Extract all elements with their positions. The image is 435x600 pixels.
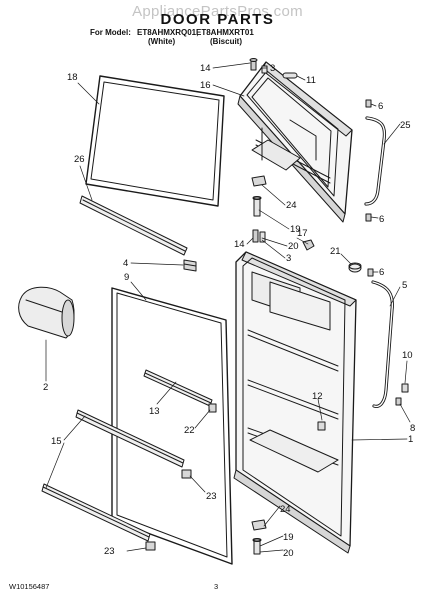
part-14-hinge-pin-middle bbox=[252, 229, 266, 243]
part-15-shelf-bars bbox=[41, 409, 185, 542]
callout-6-c: 6 bbox=[379, 267, 384, 278]
part-6-screws bbox=[365, 99, 374, 277]
callout-12: 12 bbox=[312, 391, 323, 402]
callout-15: 15 bbox=[51, 436, 62, 447]
page-title: DOOR PARTS bbox=[160, 11, 275, 28]
callout-19-bottom: 19 bbox=[283, 532, 294, 543]
callout-6-a: 6 bbox=[378, 101, 383, 112]
part-25-freezer-handle bbox=[364, 116, 387, 206]
watermark: AppliancePartsPros.com bbox=[132, 3, 303, 20]
callout-6-b: 6 bbox=[379, 214, 384, 225]
model-number-2: ET8AHMXRT01 bbox=[196, 28, 254, 37]
part-26-freezer-shelf-bar bbox=[79, 195, 188, 256]
part-24-hinge-bushing bbox=[251, 175, 267, 531]
callout-10: 10 bbox=[402, 350, 413, 361]
callout-23-mid: 23 bbox=[206, 491, 217, 502]
callout-4: 4 bbox=[123, 258, 128, 269]
model-number-1: ET8AHMXRQ01, bbox=[137, 28, 199, 37]
callout-22: 22 bbox=[184, 425, 195, 436]
callout-18: 18 bbox=[67, 72, 78, 83]
footer-page-number: 3 bbox=[214, 582, 219, 591]
callout-labels: 14 3 11 16 6 25 18 26 24 6 19 17 21 14 2… bbox=[43, 63, 415, 559]
model-color-1: (White) bbox=[148, 37, 176, 46]
part-17-door-stop bbox=[302, 239, 315, 251]
part-19-hinge-washer bbox=[252, 196, 262, 555]
callout-3-top: 3 bbox=[270, 63, 275, 74]
part-22-end-cap bbox=[208, 403, 217, 413]
callout-9: 9 bbox=[124, 272, 129, 283]
callout-20-top: 20 bbox=[288, 241, 299, 252]
callout-26: 26 bbox=[74, 154, 85, 165]
part-5-refrigerator-handle bbox=[371, 280, 394, 408]
leader-lines bbox=[45, 62, 411, 553]
part-2-dairy-door bbox=[18, 286, 75, 339]
callout-1: 1 bbox=[408, 434, 413, 445]
part-18-freezer-gasket bbox=[85, 75, 225, 207]
part-1-refrigerator-door bbox=[233, 251, 357, 554]
callout-13: 13 bbox=[149, 406, 160, 417]
part-13-shelf-bar bbox=[143, 369, 213, 407]
part-8-screw bbox=[395, 397, 402, 406]
callout-17: 17 bbox=[297, 228, 308, 239]
callout-25: 25 bbox=[400, 120, 411, 131]
callout-14-mid: 14 bbox=[234, 239, 245, 250]
callout-3-mid: 3 bbox=[286, 253, 291, 264]
callout-20-bottom: 20 bbox=[283, 548, 294, 559]
model-color-2: (Biscuit) bbox=[210, 37, 242, 46]
callout-21: 21 bbox=[330, 246, 341, 257]
part-23-end-caps bbox=[145, 469, 192, 551]
callout-14-top: 14 bbox=[200, 63, 211, 74]
part-12-clip bbox=[317, 421, 326, 431]
part-14-hinge-pin-top bbox=[249, 58, 268, 74]
part-9-refrigerator-gasket bbox=[111, 287, 233, 565]
part-16-freezer-door bbox=[237, 61, 353, 223]
callout-23-bottom: 23 bbox=[104, 546, 115, 557]
callout-8: 8 bbox=[410, 423, 415, 434]
model-prefix: For Model: bbox=[90, 28, 131, 37]
callout-11: 11 bbox=[306, 75, 316, 86]
part-10-end-cap bbox=[401, 383, 409, 393]
callout-2: 2 bbox=[43, 382, 48, 393]
callout-19-top: 19 bbox=[290, 224, 301, 235]
footer-doc-number: W10156487 bbox=[9, 582, 50, 591]
callout-5: 5 bbox=[402, 280, 407, 291]
part-11-plug bbox=[282, 72, 298, 79]
callout-24-bottom: 24 bbox=[280, 504, 291, 515]
part-4-end-cap bbox=[183, 259, 197, 272]
part-21-cap bbox=[348, 262, 362, 273]
callout-24-top: 24 bbox=[286, 200, 297, 211]
callout-16: 16 bbox=[200, 80, 211, 91]
